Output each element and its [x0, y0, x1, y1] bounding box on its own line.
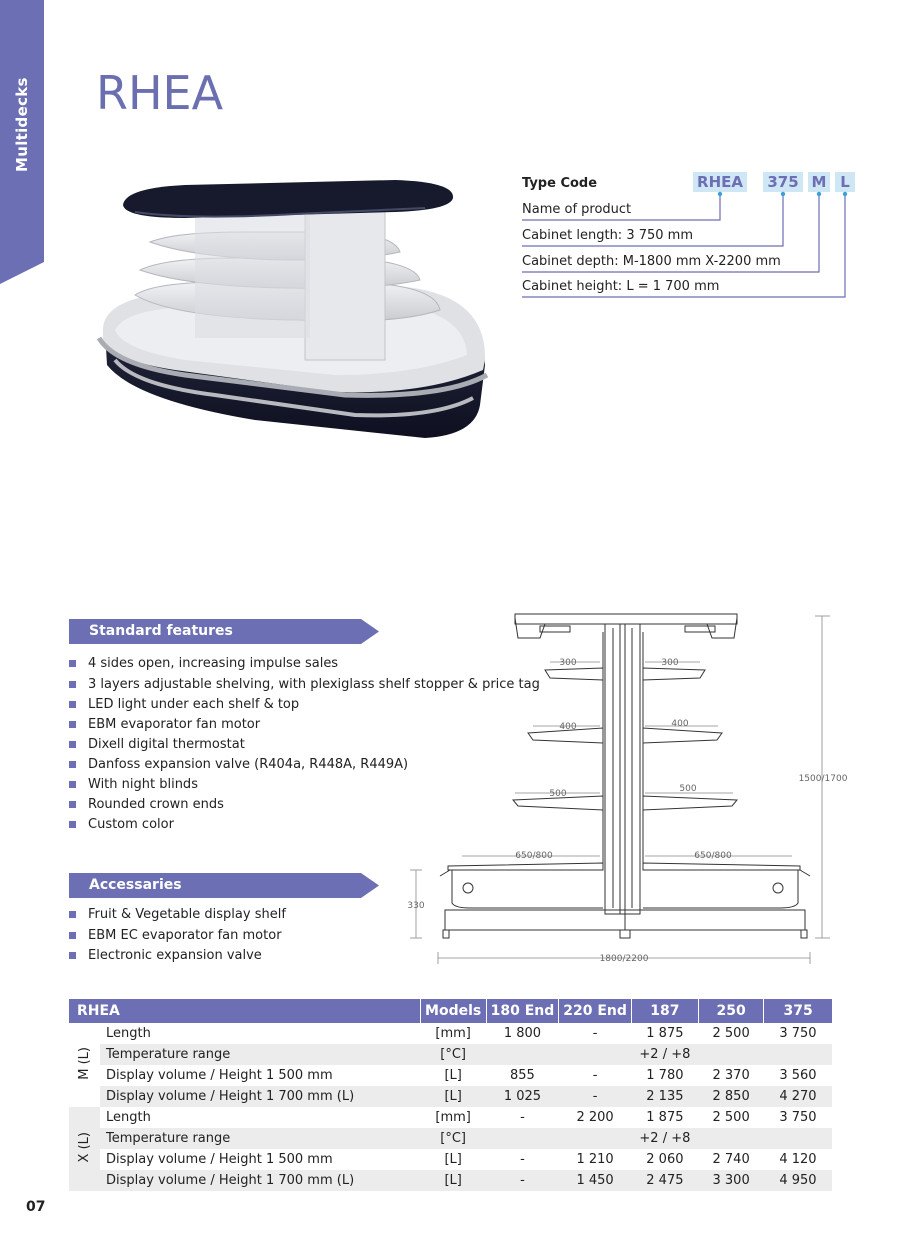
dim-shelf-low-right: 500	[679, 784, 696, 794]
code-depth: M	[808, 172, 830, 192]
table-row: Temperature range [°C] +2 / +8	[69, 1128, 832, 1149]
table-row: Display volume / Height 1 700 mm (L) [L]…	[69, 1170, 832, 1191]
feature-item: Rounded crown ends	[69, 797, 224, 812]
table-header-row: RHEA Models 180 End 220 End 187 250 375	[69, 999, 832, 1023]
bullet-icon	[69, 761, 76, 768]
feature-item: Dixell digital thermostat	[69, 737, 245, 752]
type-code-row-height: Cabinet height: L = 1 700 mm	[522, 279, 720, 294]
header-product: RHEA	[69, 999, 421, 1023]
code-height: L	[835, 172, 855, 192]
technical-drawing: 300 300 400 400 500 500 650/800 650/800 …	[407, 613, 848, 964]
dim-shelf-mid-left: 400	[559, 722, 576, 732]
group-label: M (L)	[76, 1046, 92, 1080]
header-375: 375	[763, 999, 832, 1023]
spec-table: RHEA Models 180 End 220 End 187 250 375 …	[69, 999, 832, 1191]
bullet-icon	[69, 741, 76, 748]
bullet-icon	[69, 701, 76, 708]
accessories-banner	[69, 873, 379, 898]
type-code-heading: Type Code	[522, 176, 598, 191]
bullet-icon	[69, 911, 76, 918]
page-title: RHEA	[96, 66, 224, 120]
feature-item: EBM evaporator fan motor	[69, 717, 260, 732]
dim-base-left: 650/800	[515, 851, 553, 861]
standard-features-heading: Standard features	[89, 623, 233, 639]
type-code-leader-lines	[522, 191, 848, 298]
accessory-item: EBM EC evaporator fan motor	[69, 928, 282, 943]
accessory-item: Fruit & Vegetable display shelf	[69, 907, 286, 922]
dim-shelf-top-left: 300	[559, 658, 576, 668]
bullet-icon	[69, 681, 76, 688]
page-number: 07	[26, 1199, 46, 1215]
side-tab	[0, 0, 44, 284]
bullet-icon	[69, 952, 76, 959]
header-187: 187	[630, 999, 699, 1023]
feature-item: 3 layers adjustable shelving, with plexi…	[69, 677, 540, 692]
bullet-icon	[69, 660, 76, 667]
standard-features-banner	[69, 619, 379, 644]
accessory-item: Electronic expansion valve	[69, 948, 262, 963]
dim-shelf-top-right: 300	[661, 658, 678, 668]
feature-item: With night blinds	[69, 777, 198, 792]
feature-item: Danfoss expansion valve (R404a, R448A, R…	[69, 757, 408, 772]
dim-shelf-mid-right: 400	[671, 719, 688, 729]
type-code-row-depth: Cabinet depth: M-1800 mm X-2200 mm	[522, 254, 781, 269]
dim-width: 1800/2200	[600, 954, 649, 964]
bullet-icon	[69, 932, 76, 939]
accessories-heading: Accessaries	[89, 877, 182, 893]
dim-base-height: 330	[407, 901, 424, 911]
table-row: Display volume / Height 1 500 mm [L] - 1…	[105, 1152, 817, 1167]
bullet-icon	[69, 821, 76, 828]
dim-base-right: 650/800	[694, 851, 732, 861]
header-models: Models	[419, 999, 487, 1023]
bullet-icon	[69, 721, 76, 728]
feature-item: 4 sides open, increasing impulse sales	[69, 656, 338, 671]
bullet-icon	[69, 801, 76, 808]
dim-shelf-low-left: 500	[549, 789, 566, 799]
side-tab-label: Multidecks	[13, 77, 31, 173]
feature-item: LED light under each shelf & top	[69, 697, 299, 712]
table-row: X (L) Length [mm] - 2 200 1 875 2 500 3 …	[69, 1107, 832, 1191]
dim-height: 1500/1700	[799, 774, 848, 784]
type-code-row-name: Name of product	[522, 202, 632, 217]
code-length: 375	[763, 172, 803, 192]
table-row: Display volume / Height 1 500 mm [L] 855…	[105, 1068, 817, 1083]
bullet-icon	[69, 781, 76, 788]
header-250: 250	[697, 999, 764, 1023]
table-row: Display volume / Height 1 700 mm (L) [L]…	[69, 1086, 832, 1107]
header-220-end: 220 End	[558, 999, 632, 1023]
group-label: X (L)	[69, 1107, 100, 1191]
feature-item: Custom color	[69, 817, 174, 832]
header-180-end: 180 End	[485, 999, 559, 1023]
table-row: Temperature range [°C] +2 / +8	[69, 1044, 832, 1065]
product-photo	[96, 180, 489, 438]
table-row: M (L) Length [mm] 1 800 - 1 875 2 500 3 …	[69, 1023, 832, 1079]
type-code-row-length: Cabinet length: 3 750 mm	[522, 228, 693, 243]
code-model: RHEA	[693, 172, 747, 192]
